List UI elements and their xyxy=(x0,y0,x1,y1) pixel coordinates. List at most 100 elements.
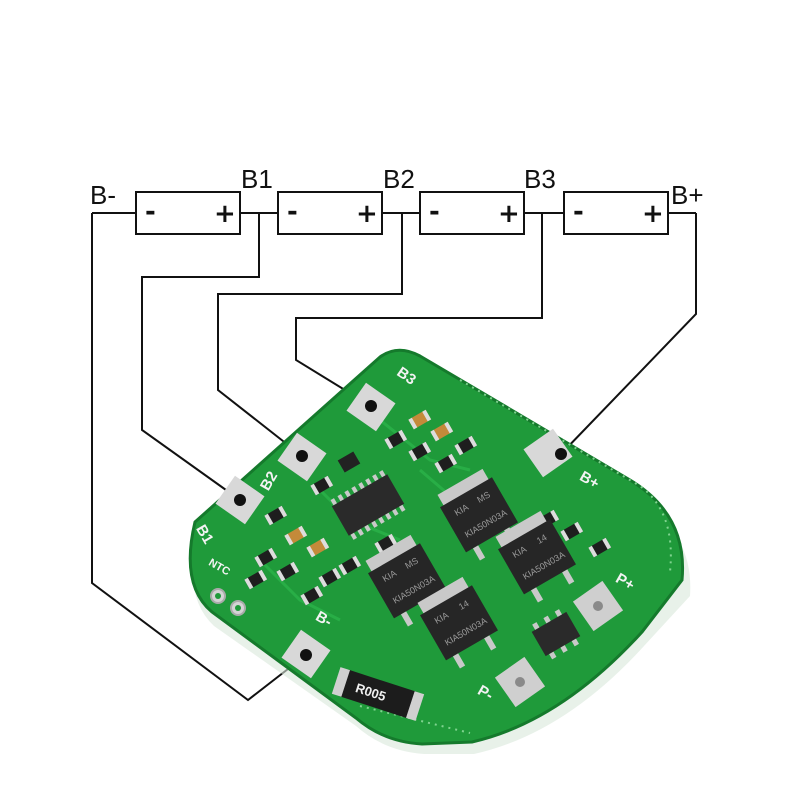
cell-2-neg: - xyxy=(287,197,298,227)
smd-res xyxy=(300,585,324,606)
mosfet-leg xyxy=(472,545,486,561)
ic-pin xyxy=(337,494,344,502)
shunt-resistor: R005 xyxy=(331,667,425,721)
mosfet-tab xyxy=(495,510,548,550)
ic-pin xyxy=(385,512,392,520)
mosfet-tab xyxy=(365,534,418,574)
mosfet-leg xyxy=(452,653,466,669)
cell-signs: - + - + - + - + xyxy=(145,197,664,229)
ic-pin xyxy=(378,516,385,524)
silk-b-minus: B- xyxy=(313,608,335,631)
ic-pin xyxy=(357,528,364,536)
ic-pin xyxy=(364,524,371,532)
terminal-b-minus: B- xyxy=(90,180,116,210)
small-ic-pin xyxy=(560,645,568,653)
small-ic-body xyxy=(531,611,581,657)
mosfet-1: KIA MS KIA50N03A xyxy=(437,468,518,561)
pad-p-minus-hole xyxy=(515,677,525,687)
cell-4-neg: - xyxy=(573,197,584,227)
ic-pin xyxy=(392,508,399,516)
battery-cell-1 xyxy=(135,191,241,235)
bms-board: KIA MS KIA50N03A KIA 14 KIA50N03A KIA MS… xyxy=(188,348,691,754)
ic-pin xyxy=(330,498,337,506)
wire-b3 xyxy=(295,213,543,407)
ic-pin xyxy=(372,474,379,482)
shunt-end xyxy=(331,667,350,697)
pad-b-plus-solder xyxy=(555,448,567,460)
cell-3-pos: + xyxy=(498,199,520,229)
small-ic xyxy=(531,609,581,660)
mosfet-leg xyxy=(400,611,414,627)
smd-res xyxy=(560,521,584,542)
small-ic-pin xyxy=(554,609,562,617)
ic-pins xyxy=(330,470,406,540)
smd-res xyxy=(318,567,342,588)
smd-res xyxy=(254,547,278,568)
small-transistor xyxy=(337,451,361,473)
battery-schematic xyxy=(91,191,697,702)
mosfet-leg xyxy=(530,587,544,603)
terminal-b2: B2 xyxy=(383,164,415,194)
mosfet-body xyxy=(420,585,498,661)
smd-res xyxy=(588,537,612,558)
smd-res xyxy=(454,435,478,456)
wire-b1 xyxy=(141,213,260,501)
cell-1-neg: - xyxy=(145,197,156,227)
wire-b2 xyxy=(217,213,403,457)
cell-4-pos: + xyxy=(642,199,664,229)
cell-3-neg: - xyxy=(429,197,440,227)
shunt-body xyxy=(339,669,417,719)
mosfet-mark: 14 xyxy=(535,532,549,546)
ic-pin xyxy=(399,504,406,512)
control-ic xyxy=(330,470,406,540)
smd-res xyxy=(384,429,408,450)
terminal-b-plus: B+ xyxy=(671,180,704,210)
smd-res xyxy=(264,505,288,526)
mosfet-leg xyxy=(484,635,497,651)
terminal-labels: B- B1 B2 B3 B+ xyxy=(90,164,704,210)
trace xyxy=(258,558,341,622)
battery-cell-2 xyxy=(277,191,383,235)
mosfet-mark: 14 xyxy=(457,598,471,612)
small-ic-pin xyxy=(543,615,551,624)
cell-2-pos: + xyxy=(356,199,378,229)
ntc-hole-center xyxy=(235,605,241,611)
smd-cap xyxy=(430,421,454,442)
small-ic-pin xyxy=(549,651,557,660)
smd-res xyxy=(374,533,398,554)
battery-cell-4 xyxy=(563,191,669,235)
smd-cap xyxy=(306,537,330,558)
ic-body xyxy=(331,474,405,536)
pad-b1-solder xyxy=(234,494,246,506)
battery-cell-3 xyxy=(419,191,525,235)
smd-res xyxy=(276,561,300,582)
mosfet-body xyxy=(498,519,576,595)
silk-p-minus: P- xyxy=(475,682,496,704)
pads xyxy=(215,382,624,708)
ic-pin xyxy=(358,482,365,490)
ntc-holes xyxy=(210,588,246,616)
ic-pin xyxy=(365,478,372,486)
smd-res xyxy=(338,555,362,576)
smd-res xyxy=(434,453,458,474)
wire-b-plus xyxy=(560,213,697,455)
ic-pin xyxy=(379,470,386,478)
smd-res xyxy=(310,475,334,496)
shunt-end xyxy=(406,691,425,721)
mosfet-tab xyxy=(417,576,470,616)
silk-outline xyxy=(459,379,672,573)
pad-b-plus xyxy=(523,428,573,478)
smd-res xyxy=(244,569,268,590)
cell-1-pos: + xyxy=(214,199,236,229)
wire-b-minus xyxy=(91,213,307,702)
pad-b2-solder xyxy=(296,450,308,462)
ntc-hole-center xyxy=(215,593,221,599)
smd-cap xyxy=(284,525,308,546)
pad-p-plus-hole xyxy=(593,601,603,611)
mosfet-tab xyxy=(437,468,490,508)
smd-res xyxy=(408,441,432,462)
ic-pin xyxy=(344,490,351,498)
mosfet-4: KIA 14 KIA50N03A xyxy=(417,576,498,669)
small-ic-pin xyxy=(532,622,540,630)
